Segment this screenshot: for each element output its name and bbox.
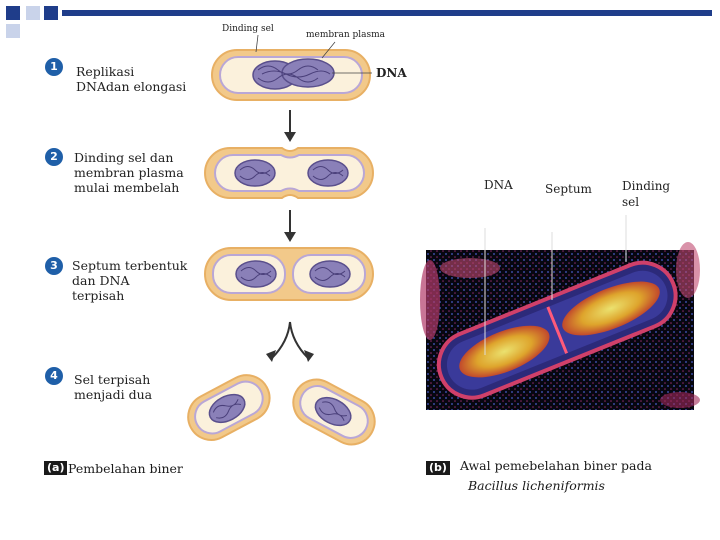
step-4-text: Sel terpisah menjadi dua — [74, 372, 153, 402]
arrow-step-3-split — [266, 321, 314, 362]
cell-step-2 — [204, 147, 374, 199]
cell-step-3 — [204, 247, 374, 301]
step-4-badge: 4 — [45, 367, 63, 385]
label-b-cell-wall: Dinding sel — [622, 179, 671, 209]
decor-square-dark-1 — [6, 6, 20, 20]
decor-square-light-1 — [26, 6, 40, 20]
label-plasma-membrane: membran plasma — [306, 30, 386, 40]
step-3-badge: 3 — [45, 257, 63, 275]
cell-step-1 — [211, 49, 371, 101]
arrow-step-2-to-3 — [284, 210, 296, 242]
decor-square-light-2 — [6, 24, 20, 38]
step-1-text: Replikasi DNAdan elongasi — [76, 64, 187, 94]
step-2-badge: 2 — [45, 148, 63, 166]
micrograph — [420, 242, 700, 410]
step-3-text: Septum terbentuk dan DNA terpisah — [72, 258, 188, 303]
label-cell-wall: Dinding sel — [222, 24, 274, 34]
arrow-step-1-to-2 — [284, 110, 296, 142]
leader-cell-wall — [255, 34, 259, 53]
decor-bar — [62, 10, 712, 16]
label-b-septum: Septum — [545, 182, 592, 196]
panel-b-caption-line2: Bacillus licheniformis — [468, 478, 605, 493]
decor-square-dark-2 — [44, 6, 58, 20]
step-2-text: Dinding sel dan membran plasma mulai mem… — [74, 150, 184, 195]
panel-b-caption-line1: Awal pemebelahan biner pada — [460, 458, 652, 473]
label-b-dna: DNA — [484, 178, 513, 192]
cell-step-4-left — [187, 374, 271, 441]
panel-b-tag: (b) — [426, 461, 450, 475]
panel-a-caption: Pembelahan biner — [68, 461, 183, 476]
leader-membrane — [321, 41, 336, 59]
step-1-badge: 1 — [45, 58, 63, 76]
panel-a-tag: (a) — [44, 461, 68, 475]
cell-step-4-right — [292, 378, 376, 446]
label-dna: DNA — [376, 66, 407, 80]
